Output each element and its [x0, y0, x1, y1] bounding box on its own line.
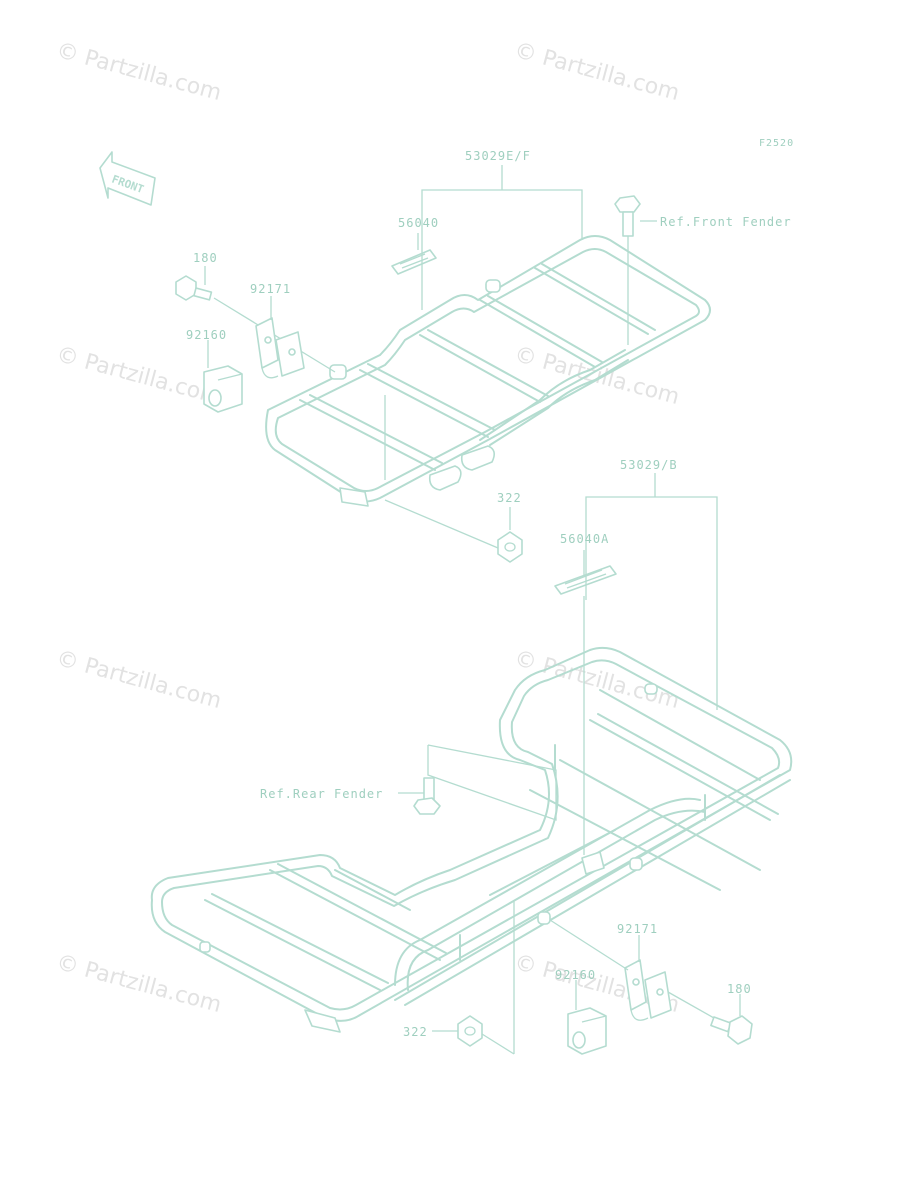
rear-damper-92160 [567, 1007, 607, 1055]
label-front-damper[interactable]: 92160 [186, 328, 228, 342]
front-label-decal [391, 249, 437, 275]
label-rear-bracket[interactable]: 92171 [617, 922, 659, 936]
label-front-bracket[interactable]: 92171 [250, 282, 292, 296]
rear-bracket-92171 [624, 959, 672, 1021]
label-rear-bolt[interactable]: 180 [727, 982, 752, 996]
rear-fender-bolt [413, 777, 441, 815]
figure-code: F2520 [759, 138, 795, 149]
front-arrow-icon: FRONT [99, 151, 156, 206]
label-front-bolt[interactable]: 180 [193, 251, 218, 265]
rear-bolt-180 [710, 1015, 753, 1045]
front-nut-322 [497, 531, 523, 563]
label-rear-damper[interactable]: 92160 [555, 968, 597, 982]
front-bolt-180 [175, 275, 213, 301]
front-carrier [265, 235, 711, 507]
front-damper-92160 [203, 365, 243, 413]
rear-carrier [150, 646, 793, 1033]
front-bracket-92171 [255, 317, 305, 379]
label-rear-nut[interactable]: 322 [403, 1025, 428, 1039]
label-front-label-decal[interactable]: 56040 [398, 216, 440, 230]
label-rear-carrier-assy[interactable]: 53029/B [620, 458, 678, 472]
label-front-nut[interactable]: 322 [497, 491, 522, 505]
label-ref-rear-fender: Ref.Rear Fender [260, 787, 384, 801]
front-fender-bolt [614, 195, 641, 237]
rear-nut-322 [457, 1015, 483, 1047]
label-ref-front-fender: Ref.Front Fender [660, 215, 792, 229]
label-front-carrier-assy[interactable]: 53029E/F [465, 149, 531, 163]
label-rear-label-decal[interactable]: 56040A [560, 532, 610, 546]
